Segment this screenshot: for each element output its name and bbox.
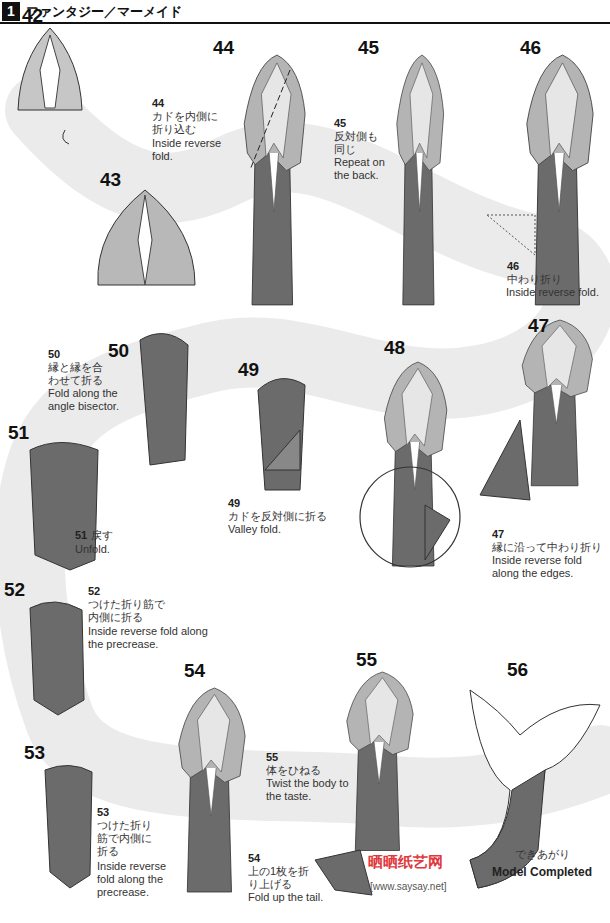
instruction-text: Inside reverse fold. xyxy=(506,286,606,299)
watermark: [www.saysay.net] xyxy=(370,880,447,893)
instruction-text: Unfold. xyxy=(75,543,110,556)
instruction-text: できあがり xyxy=(515,848,570,861)
callout-number: 54 xyxy=(248,852,260,865)
callout-number: 47 xyxy=(492,528,504,541)
callout-number: 52 xyxy=(88,585,100,598)
instruction-text: つけた折り筋で内側に折る xyxy=(88,598,166,624)
callout-number: 55 xyxy=(266,751,278,764)
step-number: 48 xyxy=(384,338,405,358)
step-number: 44 xyxy=(213,38,234,58)
step-number: 52 xyxy=(4,580,25,600)
completion-label: Model Completed xyxy=(492,866,592,879)
page-title: ファンタジー／マーメイド xyxy=(26,3,182,20)
callout-number: 50 xyxy=(48,348,60,361)
instruction-text: 反対側も同じ xyxy=(334,130,382,156)
instruction-text: 上の1枚を折り上げる xyxy=(248,865,314,891)
instruction-text: 縁に沿って中わり折り xyxy=(492,541,602,554)
instruction-text: Repeat on the back. xyxy=(334,156,390,182)
step-number: 45 xyxy=(358,38,379,58)
callout-number: 46 xyxy=(507,260,519,273)
step-number: 42 xyxy=(22,6,43,26)
instruction-text: Inside reverse fold along the precrease. xyxy=(97,860,169,899)
instruction-text: 縁と縁を合わせて折る xyxy=(48,361,108,387)
step-number: 49 xyxy=(238,360,259,380)
step-number: 51 xyxy=(8,423,29,443)
step-number: 47 xyxy=(528,316,549,336)
step-number: 43 xyxy=(100,170,121,190)
instruction-text: Valley fold. xyxy=(228,523,281,536)
callout-number: 49 xyxy=(228,497,240,510)
callout-number: 45 xyxy=(334,117,346,130)
step-number: 56 xyxy=(507,660,528,680)
step-number: 55 xyxy=(356,650,377,670)
step-number: 46 xyxy=(520,38,541,58)
step-number: 50 xyxy=(108,341,129,361)
instruction-text: Inside reverse fold along the edges. xyxy=(492,554,604,580)
callout-number: 53 xyxy=(97,806,109,819)
callout-number: 51 xyxy=(75,529,87,542)
instruction-text: 戻す xyxy=(91,529,113,542)
chapter-number: 1 xyxy=(2,2,20,21)
instruction-text: Twist the body to the taste. xyxy=(266,777,356,803)
step-number: 54 xyxy=(184,661,205,681)
watermark: 晒晒纸艺网 xyxy=(368,855,443,868)
instruction-text: カドを内側に折り込む xyxy=(152,110,224,136)
instruction-text: Fold up the tail. xyxy=(248,891,323,904)
instruction-text: 体をひねる xyxy=(266,764,321,777)
instruction-text: Inside reverse fold. xyxy=(152,137,224,163)
instruction-text: Fold along the angle bisector. xyxy=(48,387,132,413)
callout-number: 44 xyxy=(152,97,164,110)
instruction-text: つけた折り筋で内側に折る xyxy=(97,819,155,858)
instruction-text: 中わり折り xyxy=(507,273,562,286)
step-number: 53 xyxy=(24,743,45,763)
instruction-text: Inside reverse fold along the precrease. xyxy=(88,625,208,651)
instruction-text: カドを反対側に折る xyxy=(228,510,327,523)
